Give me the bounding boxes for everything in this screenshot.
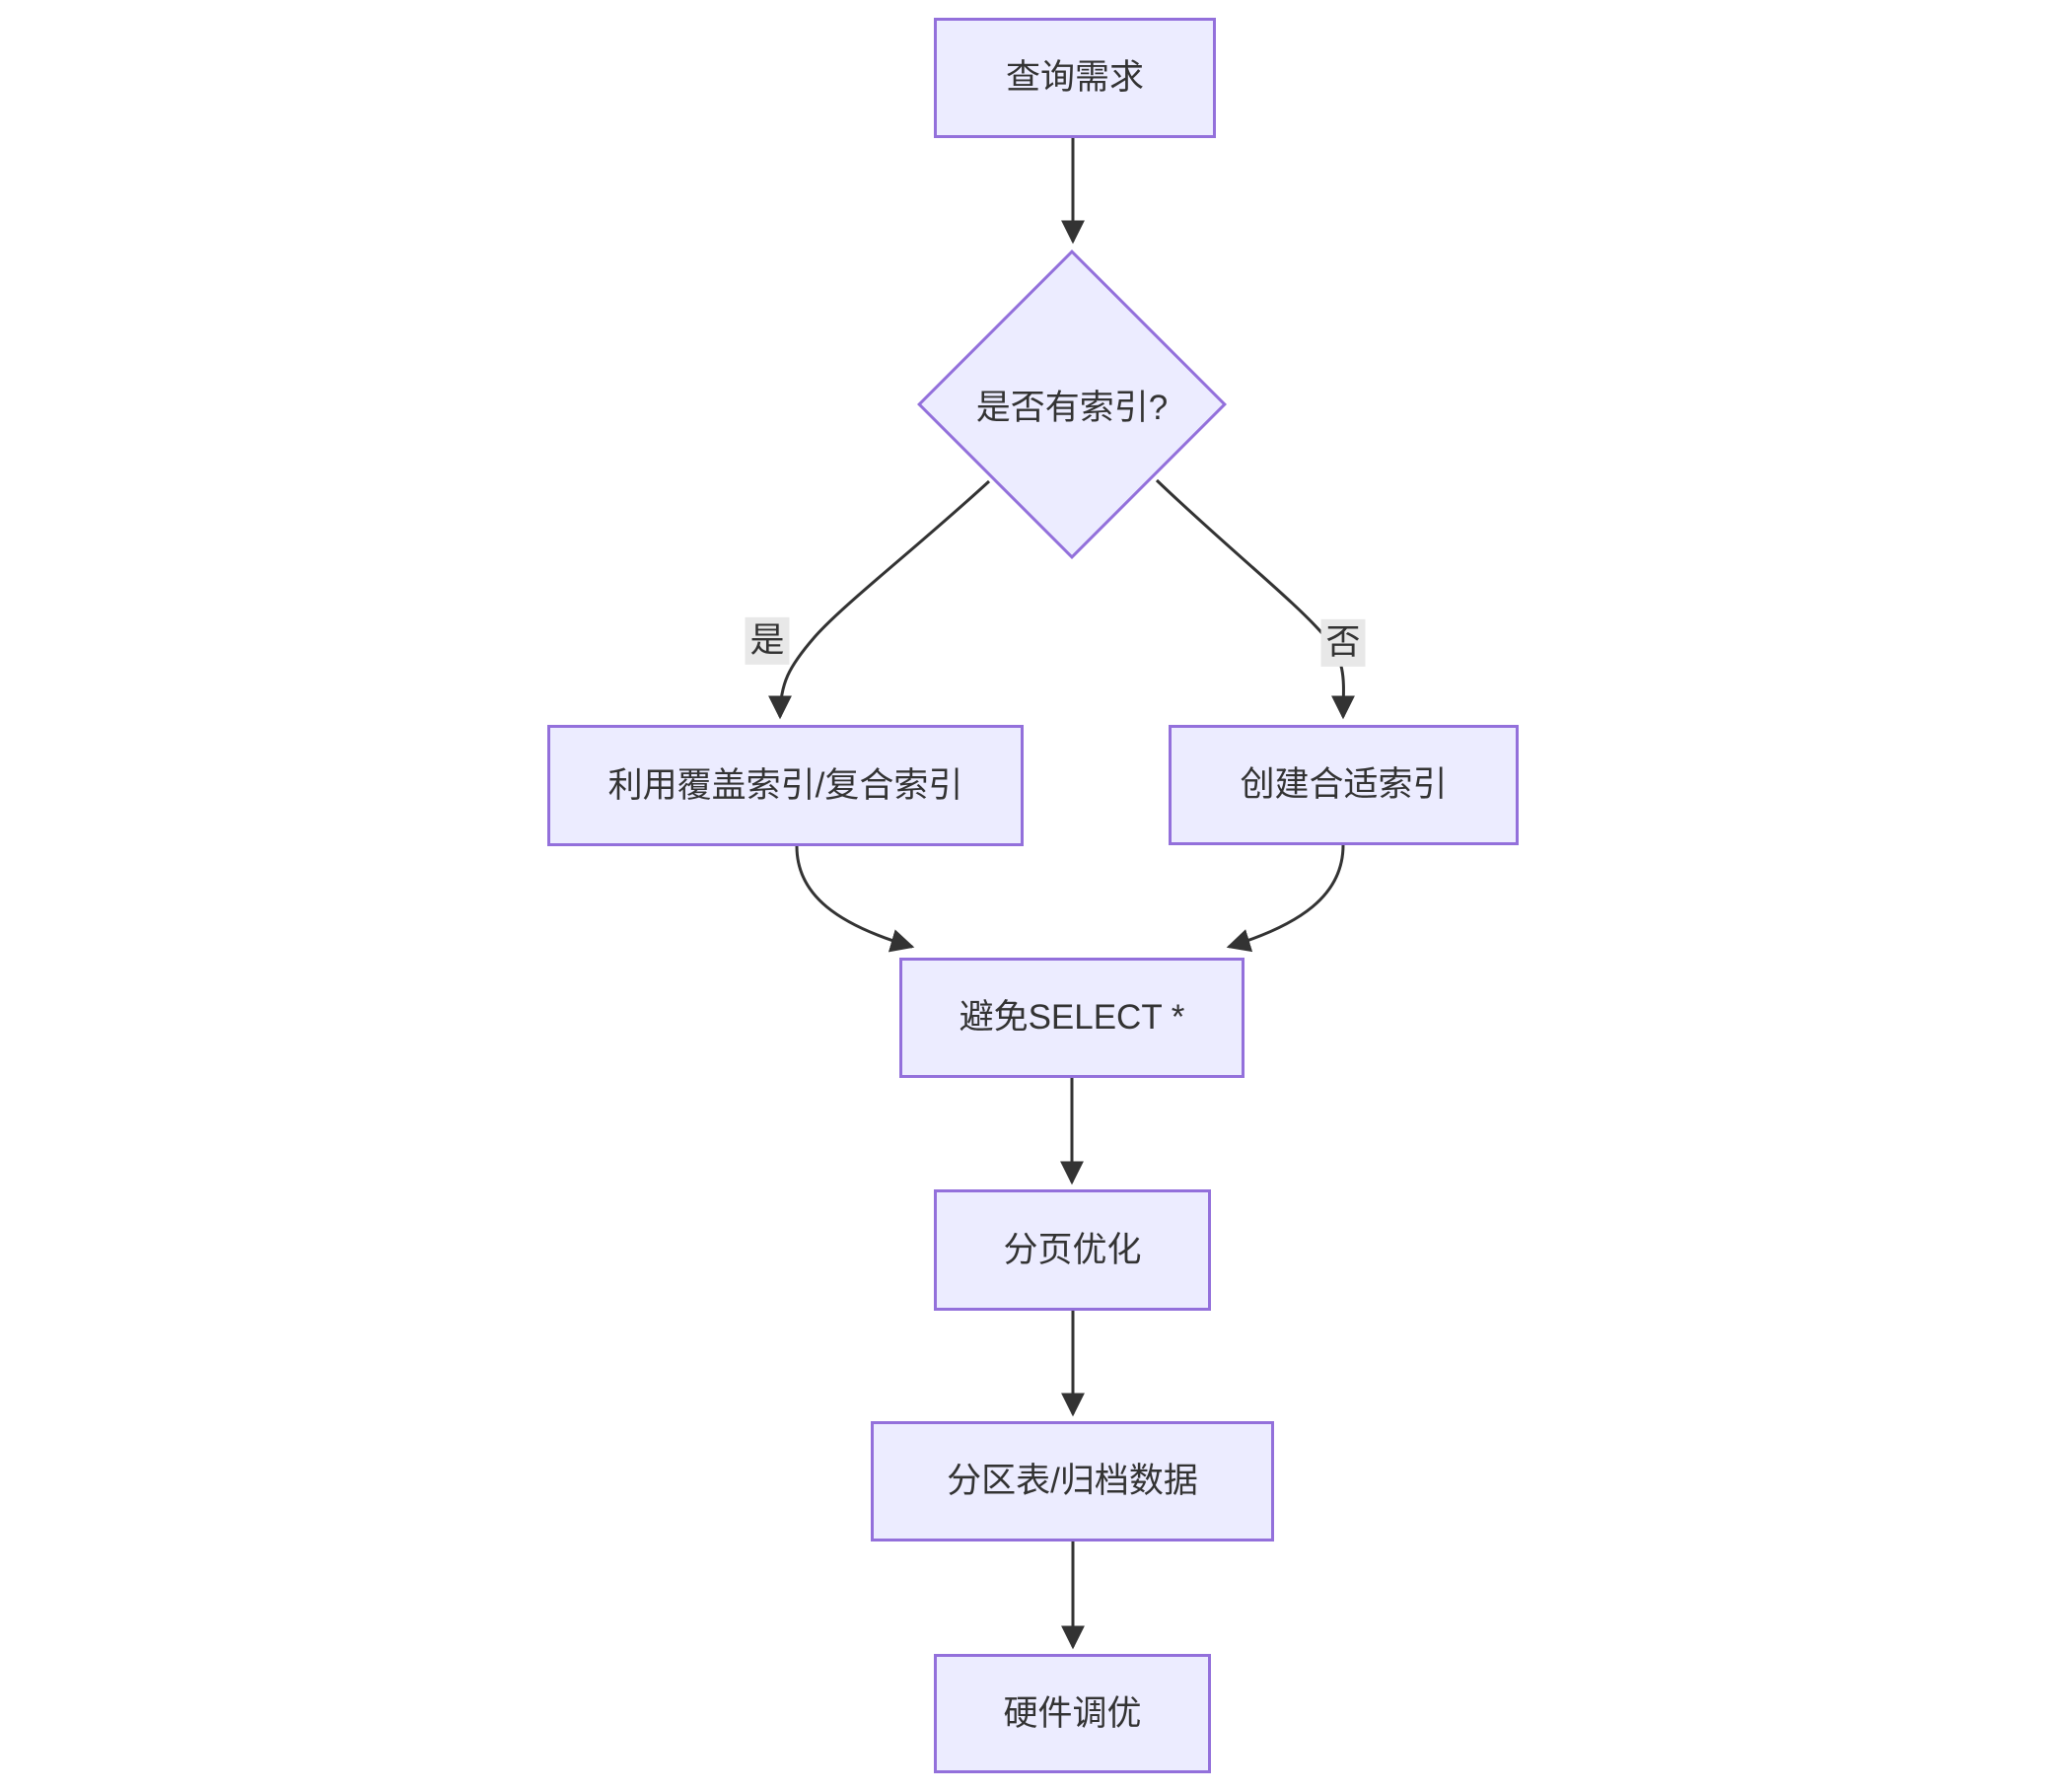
edge-decision-yes-to-covering	[768, 479, 991, 720]
node-avoid-select-star: 避免SELECT *	[899, 958, 1244, 1078]
node-create-index: 创建合适索引	[1169, 725, 1519, 845]
node-decision-has-index: 是否有索引?	[917, 250, 1227, 559]
node-use-covering-index: 利用覆盖索引/复合索引	[547, 725, 1024, 846]
node-hardware-tuning: 硬件调优	[934, 1654, 1211, 1773]
edge-create-to-select	[1226, 844, 1345, 953]
decision-label: 是否有索引?	[975, 388, 1169, 427]
edge-label-yes: 是	[745, 616, 790, 666]
node-pagination-optimization: 分页优化	[934, 1189, 1211, 1311]
edge-decision-no-to-create	[1155, 478, 1356, 720]
node-query-requirement: 查询需求	[934, 18, 1216, 138]
edge-covering-to-select	[795, 845, 915, 953]
node-partition-archive: 分区表/归档数据	[871, 1421, 1274, 1541]
edge-label-no: 否	[1320, 618, 1366, 668]
